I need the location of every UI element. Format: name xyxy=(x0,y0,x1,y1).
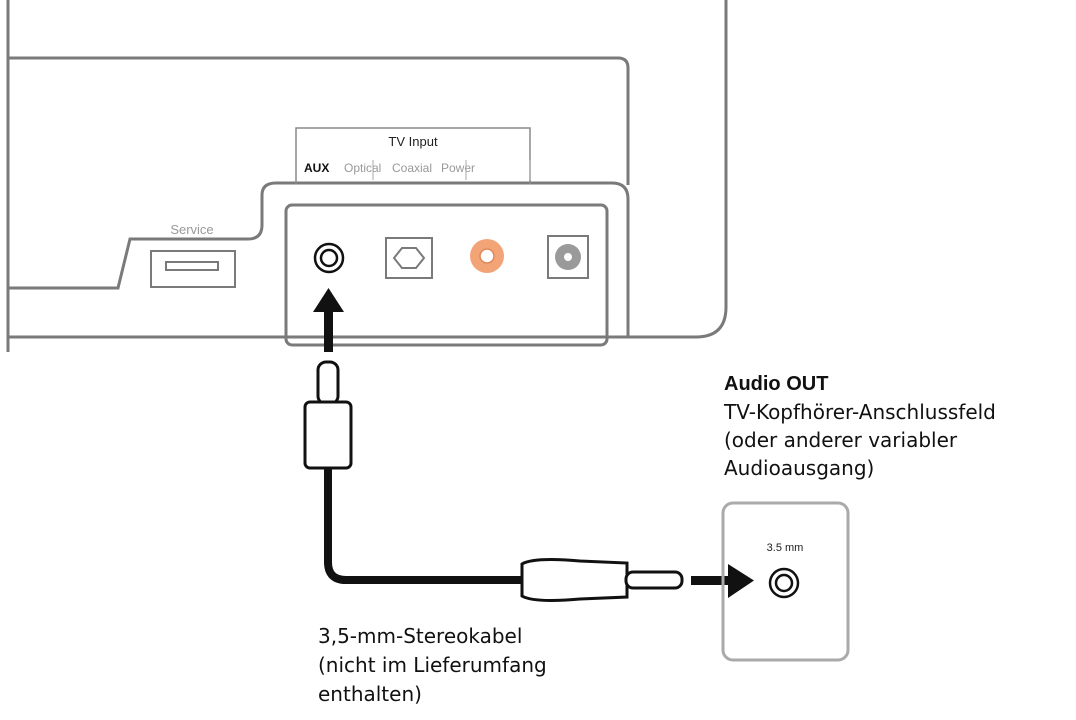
cable-line-3: enthalten) xyxy=(318,682,422,706)
tv-headphone-jack xyxy=(768,567,800,599)
soundbar-rear-panel xyxy=(6,0,728,352)
service-step-outline xyxy=(8,181,630,337)
input-port-panel xyxy=(284,203,609,347)
power-label: Power xyxy=(441,161,475,175)
usb-service-port xyxy=(150,250,236,288)
tv-headphone-jack-panel xyxy=(721,501,850,662)
audio-out-line-1: TV-Kopfhörer-Anschlussfeld xyxy=(724,400,996,424)
optical-label: Optical xyxy=(344,161,381,175)
audio-out-title: Audio OUT xyxy=(724,373,829,395)
stereo-cable xyxy=(303,360,684,602)
tv-input-label-box xyxy=(295,127,531,184)
cable-label: 3,5-mm-Stereokabel (nicht im Lieferumfan… xyxy=(318,622,547,709)
tv-input-label: TV Input xyxy=(388,134,438,149)
arrow-into-aux xyxy=(313,288,344,352)
arrow-into-tv-jack xyxy=(691,564,754,598)
power-port xyxy=(547,235,589,279)
top-plug-body xyxy=(303,400,353,470)
rear-recess-outline xyxy=(8,56,630,185)
soundbar-outline xyxy=(6,0,728,352)
right-plug-tip xyxy=(624,570,684,590)
right-plug-body xyxy=(520,558,629,602)
jack-size-label: 3.5 mm xyxy=(767,542,804,554)
top-plug-tip xyxy=(316,360,340,406)
audio-out-label: Audio OUT TV-Kopfhörer-Anschlussfeld (od… xyxy=(724,370,996,482)
aux-port xyxy=(313,242,345,274)
optical-port xyxy=(385,237,433,279)
usb-port-slot xyxy=(165,261,219,271)
service-label: Service xyxy=(170,222,213,237)
audio-out-line-3: Audioausgang) xyxy=(724,456,875,480)
aux-label: AUX xyxy=(304,161,329,175)
audio-out-line-2: (oder anderer variabler xyxy=(724,428,958,452)
cable-line-2: (nicht im Lieferumfang xyxy=(318,653,547,677)
port-label-dividers xyxy=(372,160,531,180)
cable-line-1: 3,5-mm-Stereokabel xyxy=(318,624,523,648)
coaxial-label: Coaxial xyxy=(392,161,432,175)
coaxial-port xyxy=(470,239,504,273)
